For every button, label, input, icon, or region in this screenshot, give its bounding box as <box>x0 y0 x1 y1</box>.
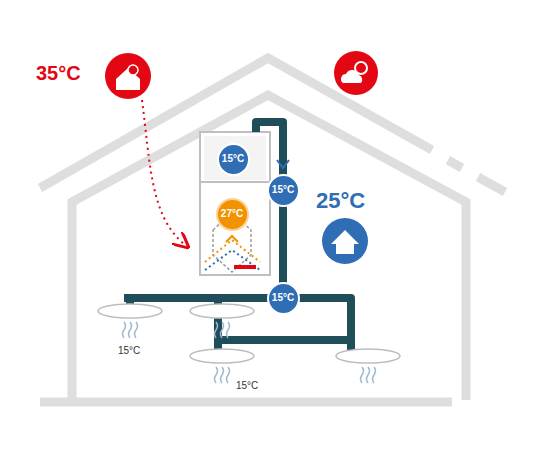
outdoor-temperature: 35°C <box>36 63 81 83</box>
vent-temperature: 15°C <box>118 346 140 356</box>
temperature-circle: 15°C <box>267 282 300 315</box>
indoor-temperature: 25°C <box>316 190 365 212</box>
vent-temperature: 15°C <box>236 381 258 391</box>
temperature-circle: 15°C <box>267 174 300 207</box>
temperature-value: 15°C <box>272 293 294 303</box>
duct-pipe <box>279 207 287 282</box>
temperature-circle: 27°C <box>216 198 249 231</box>
temperature-value: 15°C <box>272 185 294 195</box>
temperature-value: 27°C <box>221 209 243 219</box>
temperature-value: 15°C <box>222 154 244 164</box>
temperature-circle: 15°C <box>217 143 250 176</box>
